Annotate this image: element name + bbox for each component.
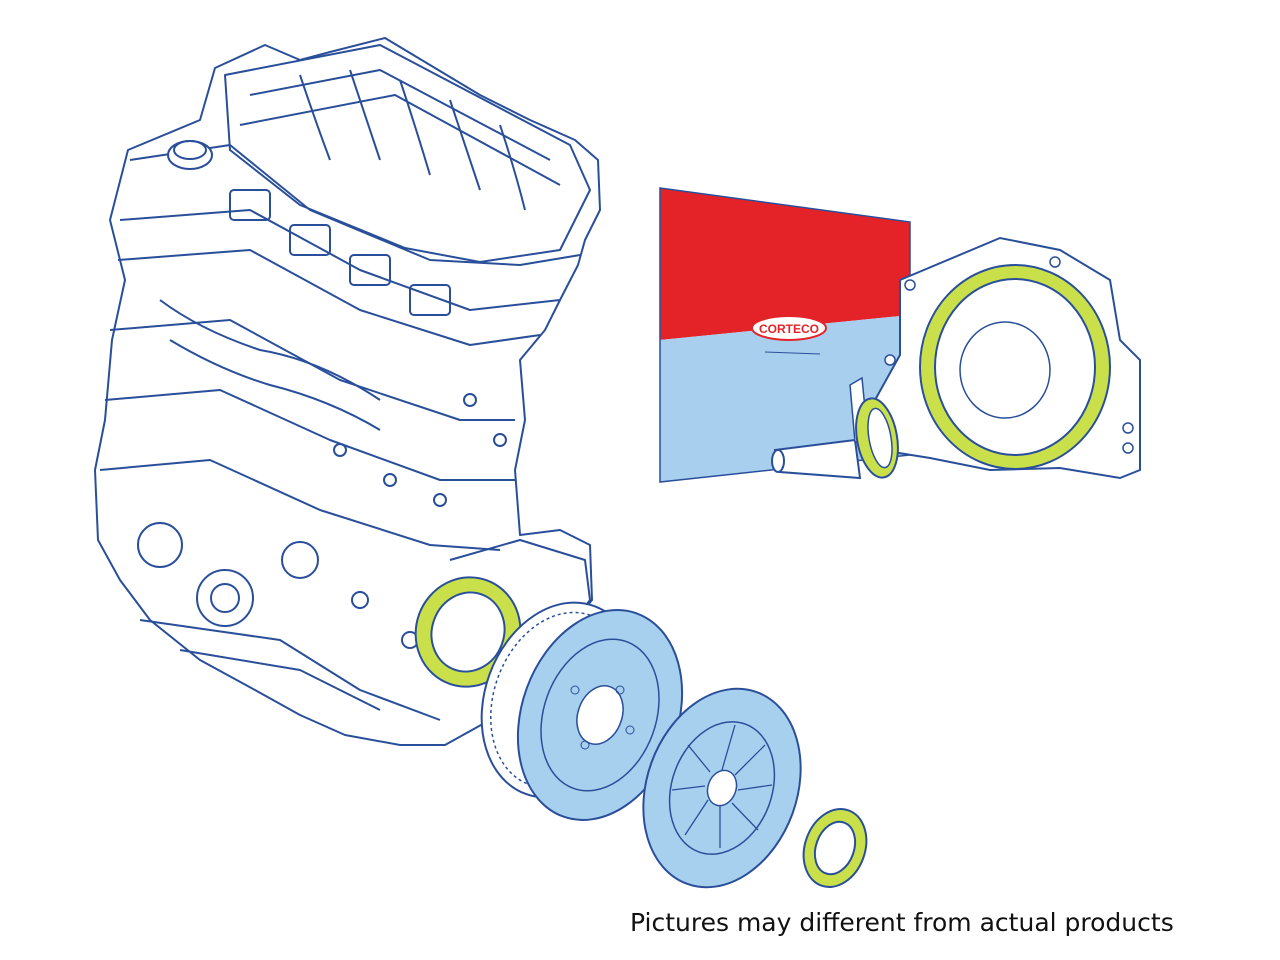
svg-text:CORTECO: CORTECO [759,322,819,336]
input-shaft-seal [802,808,868,888]
pressure-plate [642,687,802,889]
seal-housing-gasket [873,236,1141,480]
disclaimer-caption: Pictures may different from actual produ… [630,908,1174,937]
engine-block [94,37,601,746]
package-tagline [764,351,821,355]
clutch-plate [516,609,684,821]
corteco-logo: CORTECO [751,315,827,341]
rear-crankshaft-seal [414,576,522,688]
sleeve-seal [855,397,899,479]
